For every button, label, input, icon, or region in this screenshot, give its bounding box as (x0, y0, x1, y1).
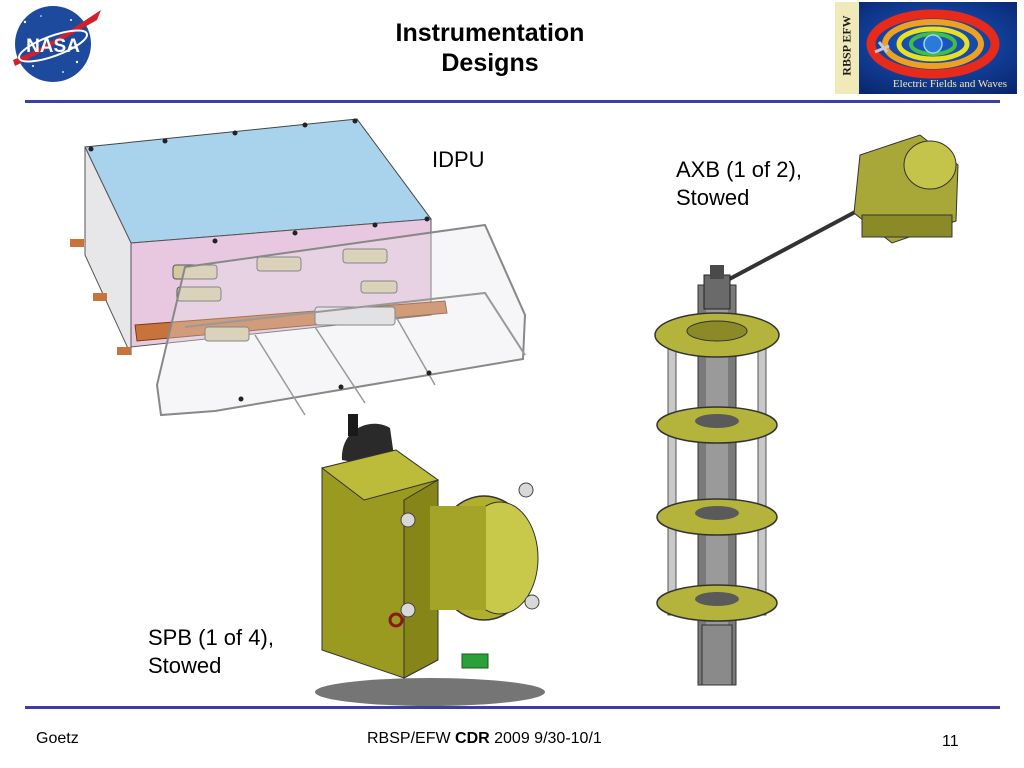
page-number: 11 (942, 733, 959, 750)
footer-event-bold: CDR (455, 730, 490, 747)
footer-event: RBSP/EFW CDR 2009 9/30-10/1 (367, 730, 602, 748)
idpu-illustration (70, 118, 527, 417)
title-line-1: Instrumentation (395, 19, 585, 47)
slide-title: Instrumentation Designs (330, 18, 650, 78)
footer-author: Goetz (36, 730, 79, 747)
title-line-2: Designs (441, 49, 539, 77)
header-rule (25, 100, 1000, 103)
axb-label-line-2: Stowed (676, 185, 750, 210)
efw-logo-sidebar: RBSP EFW (835, 2, 859, 94)
spb-label-line-1: SPB (1 of 4), (148, 625, 274, 650)
efw-logo-caption: Electric Fields and Waves (892, 78, 1007, 90)
footer-event-suffix: 2009 9/30-10/1 (489, 730, 602, 747)
idpu-label: IDPU (432, 147, 485, 172)
nasa-logo: NASA (13, 6, 101, 82)
spb-label-line-2: Stowed (148, 653, 222, 678)
spb-label: SPB (1 of 4), Stowed (148, 624, 274, 680)
rbsp-efw-logo: RBSP EFW Electric Fields and Waves (835, 2, 1017, 94)
efw-logo-side-text: RBSP EFW (839, 15, 854, 76)
nasa-logo-text: NASA (26, 36, 80, 57)
axb-illustration (654, 134, 959, 686)
footer-event-prefix: RBSP/EFW (367, 730, 456, 747)
spb-illustration (315, 414, 545, 706)
axb-label: AXB (1 of 2), Stowed (676, 156, 802, 212)
axb-label-line-1: AXB (1 of 2), (676, 157, 802, 182)
footer-rule (25, 706, 1000, 709)
